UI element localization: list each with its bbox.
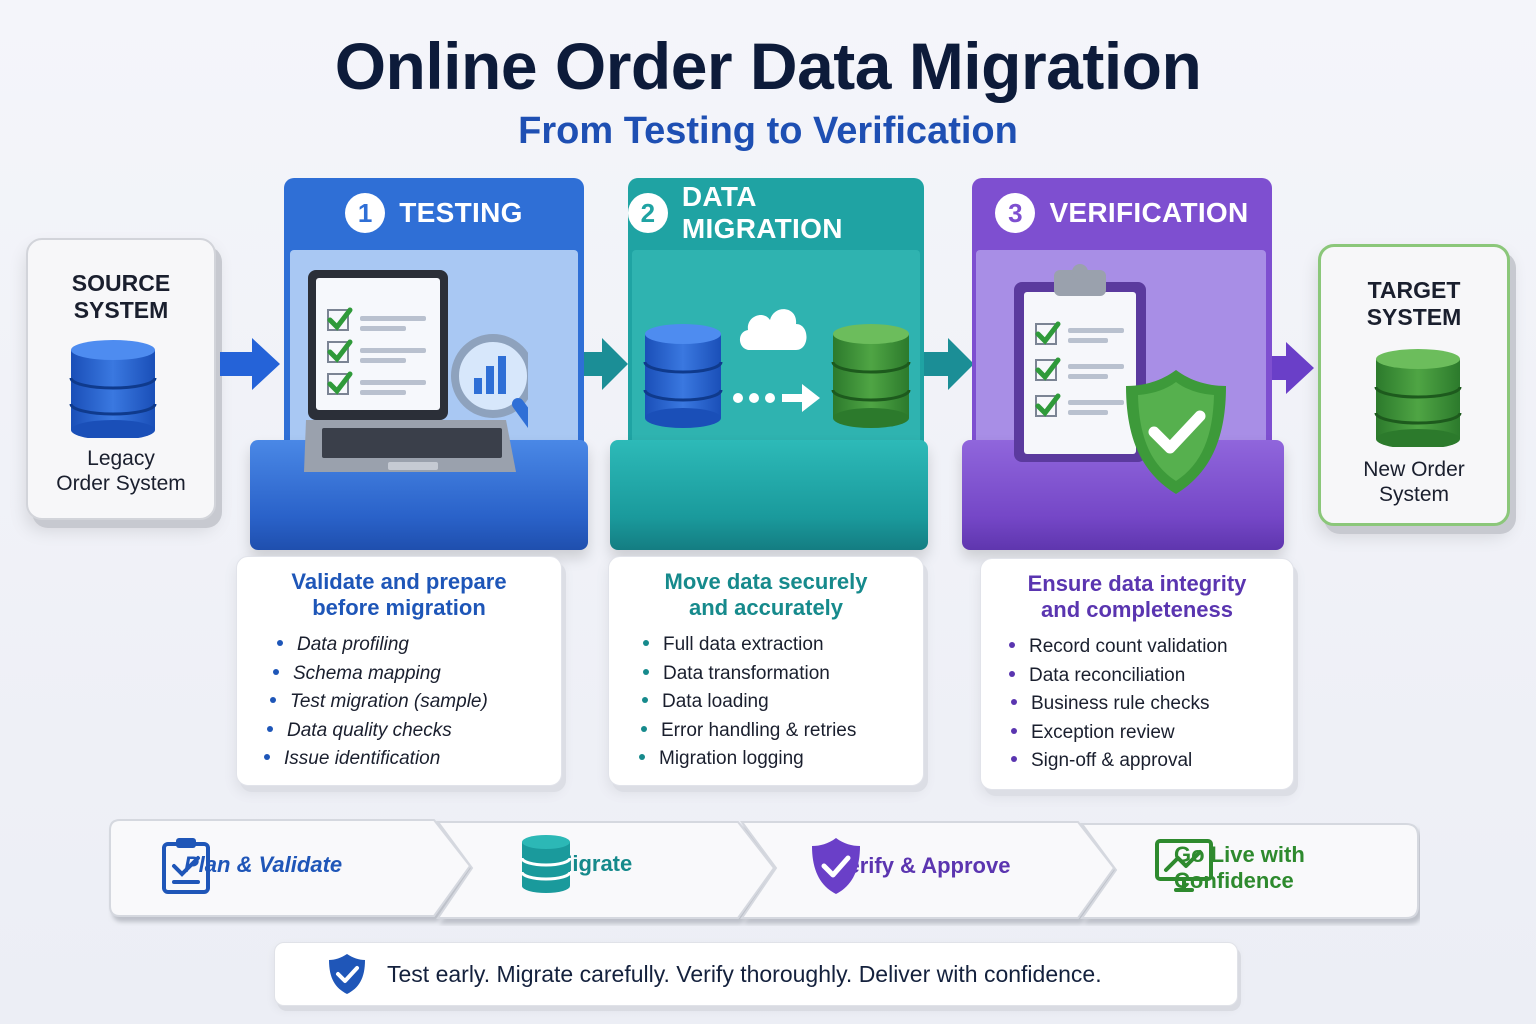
process-steps-bar: Plan & Validate Migrate Verify & Approve <box>108 818 1420 926</box>
target-title-line2: SYSTEM <box>1366 304 1462 330</box>
page-title: Online Order Data Migration <box>334 29 1202 103</box>
list-item: Error handling & retries <box>609 717 923 746</box>
monitor-chart-icon <box>1155 839 1213 892</box>
database-icon <box>1374 349 1462 447</box>
list-item: Schema mapping <box>237 660 561 689</box>
list-item: Issue identification <box>237 745 561 774</box>
list-item: Record count validation <box>981 633 1293 662</box>
source-title-line2: SYSTEM <box>73 297 169 323</box>
card-heading-line1: Move data securely <box>664 569 868 594</box>
tagline-text: Test early. Migrate carefully. Verify th… <box>387 960 1102 987</box>
list-item: Data quality checks <box>237 717 561 746</box>
list-item: Data profiling <box>237 631 561 660</box>
transfer-arrow-icon <box>733 384 820 412</box>
database-icon <box>520 835 572 893</box>
process-step-label: Verify & Approve <box>834 853 1011 878</box>
arrow-right-icon <box>1258 342 1314 394</box>
database-icon <box>69 340 157 438</box>
stage-number-badge: 2 <box>628 193 668 233</box>
target-name-line1: New Order <box>1363 458 1465 481</box>
stage-title: DATA MIGRATION <box>681 181 843 244</box>
verification-task-list: Record count validation Data reconciliat… <box>981 633 1293 776</box>
arrow-right-icon <box>220 338 280 390</box>
shield-check-icon <box>1126 370 1226 494</box>
stage-title: TESTING <box>399 197 523 228</box>
list-item: Full data extraction <box>609 631 923 660</box>
cloud-icon <box>739 309 807 350</box>
page-subtitle: From Testing to Verification <box>518 110 1018 152</box>
process-step-golive: Go Live with Confidence <box>1154 838 1305 898</box>
tagline-banner: Test early. Migrate carefully. Verify th… <box>274 942 1238 1006</box>
list-item: Business rule checks <box>981 690 1293 719</box>
stage-data-migration: 2 DATA MIGRATION <box>610 178 930 552</box>
target-title-line1: TARGET <box>1367 277 1461 303</box>
shield-check-icon <box>329 954 365 994</box>
list-item: Data reconciliation <box>981 662 1293 691</box>
stage-verification: 3 VERIFICATION <box>962 178 1288 552</box>
target-system-card: TARGET SYSTEM New Order System <box>1318 244 1510 526</box>
card-heading-line2: and completeness <box>1041 597 1233 622</box>
list-item: Data transformation <box>609 660 923 689</box>
clipboard-checklist-icon <box>1014 264 1146 462</box>
card-heading-line2: and accurately <box>688 595 844 620</box>
card-heading-line1: Ensure data integrity <box>1027 571 1247 596</box>
process-step-migrate: Migrate <box>520 834 632 894</box>
database-icon <box>643 324 723 428</box>
list-item: Exception review <box>981 719 1293 748</box>
list-item: Data loading <box>609 688 923 717</box>
list-item: Test migration (sample) <box>237 688 561 717</box>
source-name-line2: Order System <box>56 472 186 495</box>
card-heading-line2: before migration <box>312 595 486 620</box>
arrow-right-icon <box>576 338 628 390</box>
stage-number-badge: 1 <box>345 193 386 233</box>
process-step-label: Plan & Validate <box>184 852 343 877</box>
source-name-line1: Legacy <box>87 447 155 470</box>
stage-number-badge: 3 <box>995 193 1036 233</box>
laptop-checklist-icon <box>304 270 528 472</box>
process-step-verify: Verify & Approve <box>810 836 1010 896</box>
testing-task-list: Data profiling Schema mapping Test migra… <box>237 631 561 774</box>
clipboard-check-icon <box>162 838 210 894</box>
target-name-line2: System <box>1378 483 1449 506</box>
list-item: Migration logging <box>609 745 923 774</box>
stage-title: VERIFICATION <box>1049 197 1249 228</box>
shield-check-icon <box>812 838 860 894</box>
list-item: Sign-off & approval <box>981 747 1293 776</box>
source-system-card: SOURCE SYSTEM Legacy Order System <box>26 238 216 520</box>
database-icon <box>831 324 911 428</box>
arrow-right-icon <box>920 338 974 390</box>
card-heading-line1: Validate and prepare <box>291 569 507 594</box>
stage-testing: 1 TESTING <box>250 178 594 552</box>
source-title-line1: SOURCE <box>71 270 171 296</box>
process-step-plan: Plan & Validate <box>160 836 342 894</box>
migration-task-list: Full data extraction Data transformation… <box>609 631 923 774</box>
